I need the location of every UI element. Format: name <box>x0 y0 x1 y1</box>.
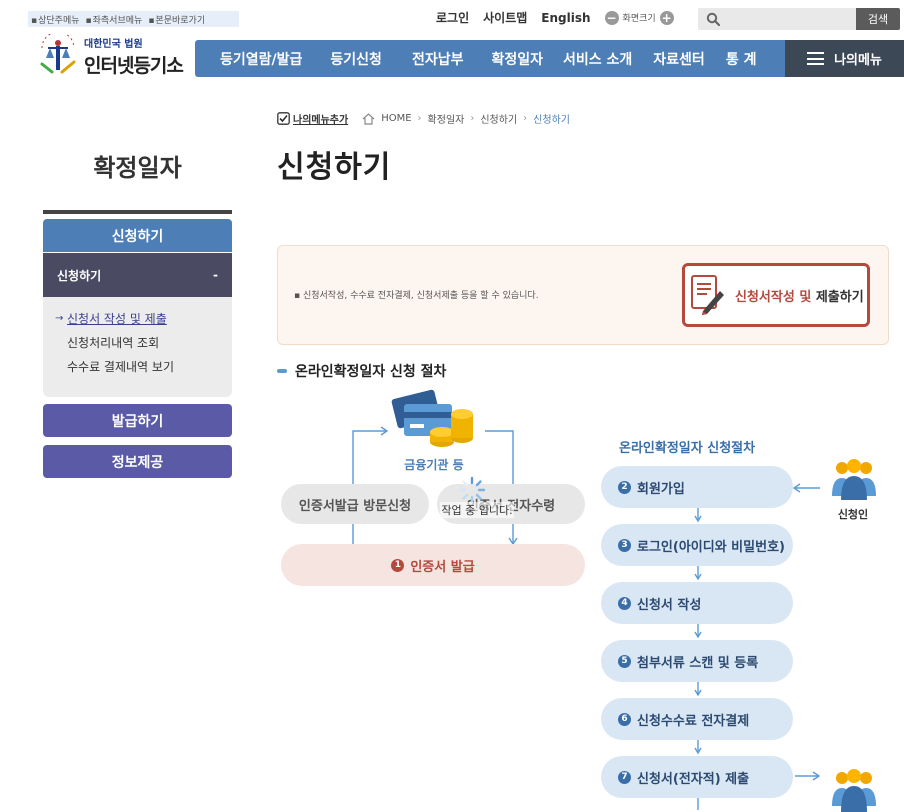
flow-step-label: 신청서 작성 <box>637 597 702 613</box>
my-menu-button[interactable]: 나의메뉴 <box>785 40 904 77</box>
home-icon <box>362 112 375 125</box>
cert-issue-step: 1 인증서 발급 <box>281 544 585 586</box>
step-number-icon: 7 <box>618 770 631 784</box>
nav-item-statistics[interactable]: 통 계 <box>725 51 757 68</box>
flow-step-write: 4 신청서 작성 <box>601 582 793 624</box>
spinner-icon <box>458 476 486 504</box>
lnb-item-write-submit[interactable]: 신청서 작성 및 제출 <box>55 311 232 335</box>
nav-item-fixed-date[interactable]: 확정일자 <box>491 51 543 68</box>
lnb-item-history[interactable]: 신청처리내역 조회 <box>67 336 160 350</box>
hamburger-icon <box>807 52 825 65</box>
nav-item-service-intro[interactable]: 서비스 소개 <box>563 51 633 68</box>
add-my-menu-link[interactable]: 나의메뉴추가 <box>277 111 348 126</box>
cert-visit-step: 인증서발급 방문신청 <box>281 484 429 524</box>
cert-issue-label: 인증서 발급 <box>410 559 475 575</box>
zoom-label: 화면크기 <box>622 14 656 24</box>
flow-title: 온라인확정일자 신청절차 <box>619 441 756 456</box>
step-number-icon: 3 <box>618 538 631 552</box>
lnb-group-apply[interactable]: 신청하기 <box>43 219 232 252</box>
flow-step-payment: 6 신청수수료 전자결제 <box>601 698 793 740</box>
lnb-divider <box>43 210 232 214</box>
main-nav: 등기열람/발급 등기신청 전자납부 확정일자 서비스 소개 자료센터 통 계 <box>195 40 785 77</box>
intro-description: ▪ 신청서작성, 수수료 전자결제, 신청서제출 등을 할 수 있습니다. <box>294 291 539 301</box>
lnb-group-issue[interactable]: 발급하기 <box>43 404 232 437</box>
breadcrumb-apply[interactable]: 신청하기 <box>480 115 518 126</box>
flow-step-signup: 2 회원가입 <box>601 466 793 508</box>
search-icon <box>706 12 720 26</box>
checkbox-icon <box>277 112 290 125</box>
flow-step-label: 로그인(아이디와 비밀번호) <box>637 539 785 555</box>
document-pen-icon <box>691 275 724 315</box>
breadcrumb: 나의메뉴추가 HOME › 확정일자 › 신청하기 › 신청하기 <box>277 111 570 126</box>
step-number-icon: 6 <box>618 712 631 726</box>
flow-step-scan: 5 첨부서류 스캔 및 등록 <box>601 640 793 682</box>
skip-link-lnb[interactable]: 좌측서브메뉴 <box>86 13 143 26</box>
my-menu-label: 나의메뉴 <box>834 53 882 68</box>
breadcrumb-separator-icon: › <box>417 113 422 124</box>
collapse-icon[interactable]: - <box>213 268 218 282</box>
lnb-subgroup-label: 신청하기 <box>57 268 102 283</box>
nav-item-e-payment[interactable]: 전자납부 <box>411 51 464 68</box>
loading-text: 작업 중 입니다. <box>440 502 514 518</box>
flow-step-submit: 7 신청서(전자적) 제출 <box>601 756 793 798</box>
skip-link-content[interactable]: 본문바로가기 <box>148 13 205 26</box>
flow-step-label: 신청수수료 전자결제 <box>637 713 750 729</box>
breadcrumb-separator-icon: › <box>470 113 475 124</box>
logo-text: 대한민국 법원 인터넷등기소 <box>84 35 184 78</box>
skip-link-gnb[interactable]: 상단주메뉴 <box>31 13 79 26</box>
court-emblem-icon <box>40 34 76 74</box>
recipient-group-icon <box>832 769 876 812</box>
financial-institution-label: 금융기관 등 <box>404 458 464 472</box>
applicant-label: 신청인 <box>837 508 869 521</box>
write-submit-button[interactable]: 신청서작성 및 제출하기 <box>682 263 870 327</box>
write-submit-label: 신청서작성 및 제출하기 <box>735 289 864 305</box>
logo-subtitle: 대한민국 법원 <box>84 38 143 50</box>
loading-indicator: 작업 중 입니다. <box>440 476 514 520</box>
login-link[interactable]: 로그인 <box>436 11 470 25</box>
lnb-submenu: 신청서 작성 및 제출 신청처리내역 조회 수수료 결제내역 보기 <box>43 297 232 397</box>
card-coins-icon <box>391 389 473 447</box>
zoom-control: − 화면크기 + <box>604 10 674 25</box>
intro-box: ▪ 신청서작성, 수수료 전자결제, 신청서제출 등을 할 수 있습니다. 신청… <box>277 245 889 345</box>
breadcrumb-fixed-date[interactable]: 확정일자 <box>427 115 465 126</box>
step-number-icon: 2 <box>618 480 631 494</box>
lnb-item-fee-history[interactable]: 수수료 결제내역 보기 <box>67 360 174 374</box>
flow-step-label: 신청서(전자적) 제출 <box>637 771 750 787</box>
sitemap-link[interactable]: 사이트맵 <box>483 11 528 25</box>
breadcrumb-home[interactable]: HOME <box>381 113 412 124</box>
zoom-out-icon[interactable]: − <box>604 10 619 25</box>
search-bar: 검색 <box>698 8 900 31</box>
english-link[interactable]: English <box>541 10 591 25</box>
zoom-in-icon[interactable]: + <box>659 10 674 25</box>
search-button[interactable]: 검색 <box>856 8 900 30</box>
flow-step-login: 3 로그인(아이디와 비밀번호) <box>601 524 793 566</box>
utility-bar: 로그인 사이트맵 English − 화면크기 + <box>436 9 674 26</box>
step-number-icon: 5 <box>618 654 631 668</box>
breadcrumb-current: 신청하기 <box>533 115 570 126</box>
add-my-menu-label: 나의메뉴추가 <box>293 115 349 126</box>
search-input[interactable] <box>698 9 856 31</box>
site-logo[interactable]: 대한민국 법원 인터넷등기소 <box>36 34 184 78</box>
flow-step-label: 회원가입 <box>637 481 685 497</box>
page-title: 신청하기 <box>277 150 392 185</box>
skip-links: 상단주메뉴 좌측서브메뉴 본문바로가기 <box>28 11 239 27</box>
lnb-group-info[interactable]: 정보제공 <box>43 445 232 478</box>
flow-step-label: 첨부서류 스캔 및 등록 <box>637 655 759 671</box>
lnb-title: 확정일자 <box>93 154 182 182</box>
section-title: 온라인확정일자 신청 절차 <box>277 361 446 381</box>
logo-title: 인터넷등기소 <box>84 54 184 77</box>
nav-item-data-center[interactable]: 자료센터 <box>653 51 705 68</box>
search-box <box>698 8 856 31</box>
step-number-icon: 4 <box>618 596 631 610</box>
lnb-subgroup-apply[interactable]: 신청하기 - <box>43 253 232 297</box>
nav-item-registry-apply[interactable]: 등기신청 <box>330 51 382 68</box>
breadcrumb-separator-icon: › <box>523 113 528 124</box>
applicant-group-icon <box>832 459 876 500</box>
step-number-icon: 1 <box>391 558 405 572</box>
nav-item-registry-view[interactable]: 등기열람/발급 <box>220 51 303 68</box>
